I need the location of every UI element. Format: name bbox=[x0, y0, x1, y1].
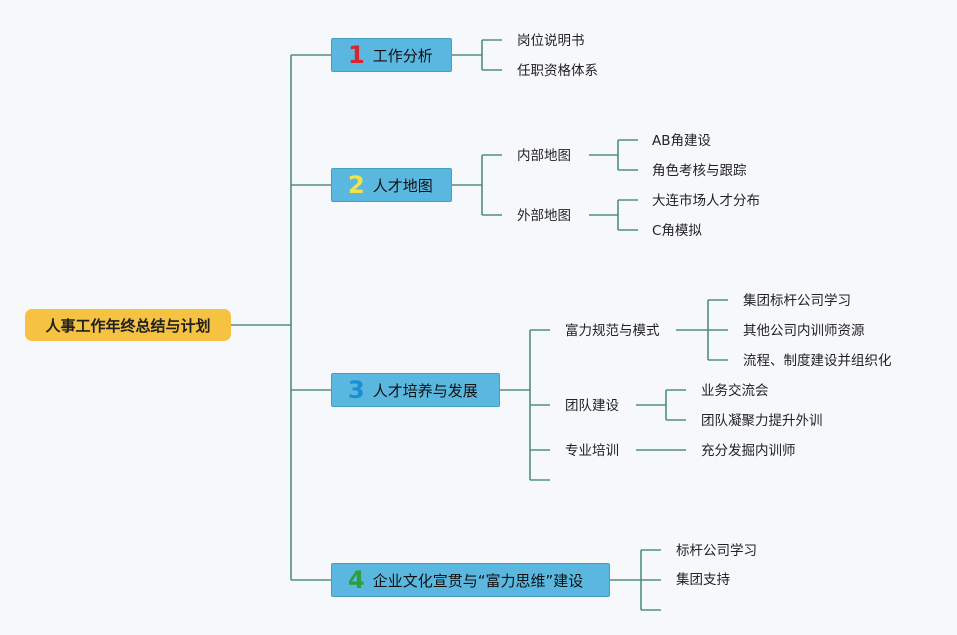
leaf-other-trainers[interactable]: 其他公司内训师资源 bbox=[743, 323, 865, 339]
topic-talent-map[interactable]: 2 人才地图 bbox=[331, 168, 452, 202]
topic-talent-development[interactable]: 3 人才培养与发展 bbox=[331, 373, 500, 407]
leaf-benchmark-learning[interactable]: 标杆公司学习 bbox=[676, 543, 757, 559]
root-topic[interactable]: 人事工作年终总结与计划 bbox=[25, 309, 231, 341]
number-1-icon: 1 bbox=[348, 41, 365, 69]
topic-job-analysis[interactable]: 1 工作分析 bbox=[331, 38, 452, 72]
number-4-icon: 4 bbox=[348, 566, 365, 594]
leaf-process-system[interactable]: 流程、制度建设并组织化 bbox=[743, 353, 892, 369]
leaf-business-exchange[interactable]: 业务交流会 bbox=[701, 383, 769, 399]
leaf-internal-trainers[interactable]: 充分发掘内训师 bbox=[701, 443, 796, 459]
subtopic-norms-models[interactable]: 富力规范与模式 bbox=[565, 323, 660, 339]
subtopic-professional-training[interactable]: 专业培训 bbox=[565, 443, 619, 459]
leaf-job-description[interactable]: 岗位说明书 bbox=[517, 33, 585, 49]
subtopic-internal-map[interactable]: 内部地图 bbox=[517, 148, 571, 164]
number-2-icon: 2 bbox=[348, 171, 365, 199]
leaf-qualification-system[interactable]: 任职资格体系 bbox=[517, 63, 598, 79]
topic-culture[interactable]: 4 企业文化宣贯与“富力思维”建设 bbox=[331, 563, 610, 597]
topic-label: 人才地图 bbox=[372, 176, 433, 195]
leaf-role-assessment[interactable]: 角色考核与跟踪 bbox=[652, 163, 747, 179]
leaf-team-cohesion[interactable]: 团队凝聚力提升外训 bbox=[701, 413, 823, 429]
topic-label: 人才培养与发展 bbox=[372, 381, 478, 400]
number-3-icon: 3 bbox=[348, 376, 365, 404]
leaf-group-benchmark[interactable]: 集团标杆公司学习 bbox=[743, 293, 851, 309]
topic-label: 工作分析 bbox=[372, 46, 433, 65]
subtopic-team-building[interactable]: 团队建设 bbox=[565, 398, 619, 414]
subtopic-external-map[interactable]: 外部地图 bbox=[517, 208, 571, 224]
leaf-market-talent[interactable]: 大连市场人才分布 bbox=[652, 193, 760, 209]
topic-label: 企业文化宣贯与“富力思维”建设 bbox=[372, 571, 584, 590]
leaf-c-role[interactable]: C角模拟 bbox=[652, 223, 702, 239]
leaf-group-support[interactable]: 集团支持 bbox=[676, 572, 730, 588]
leaf-ab-role[interactable]: AB角建设 bbox=[652, 133, 711, 149]
